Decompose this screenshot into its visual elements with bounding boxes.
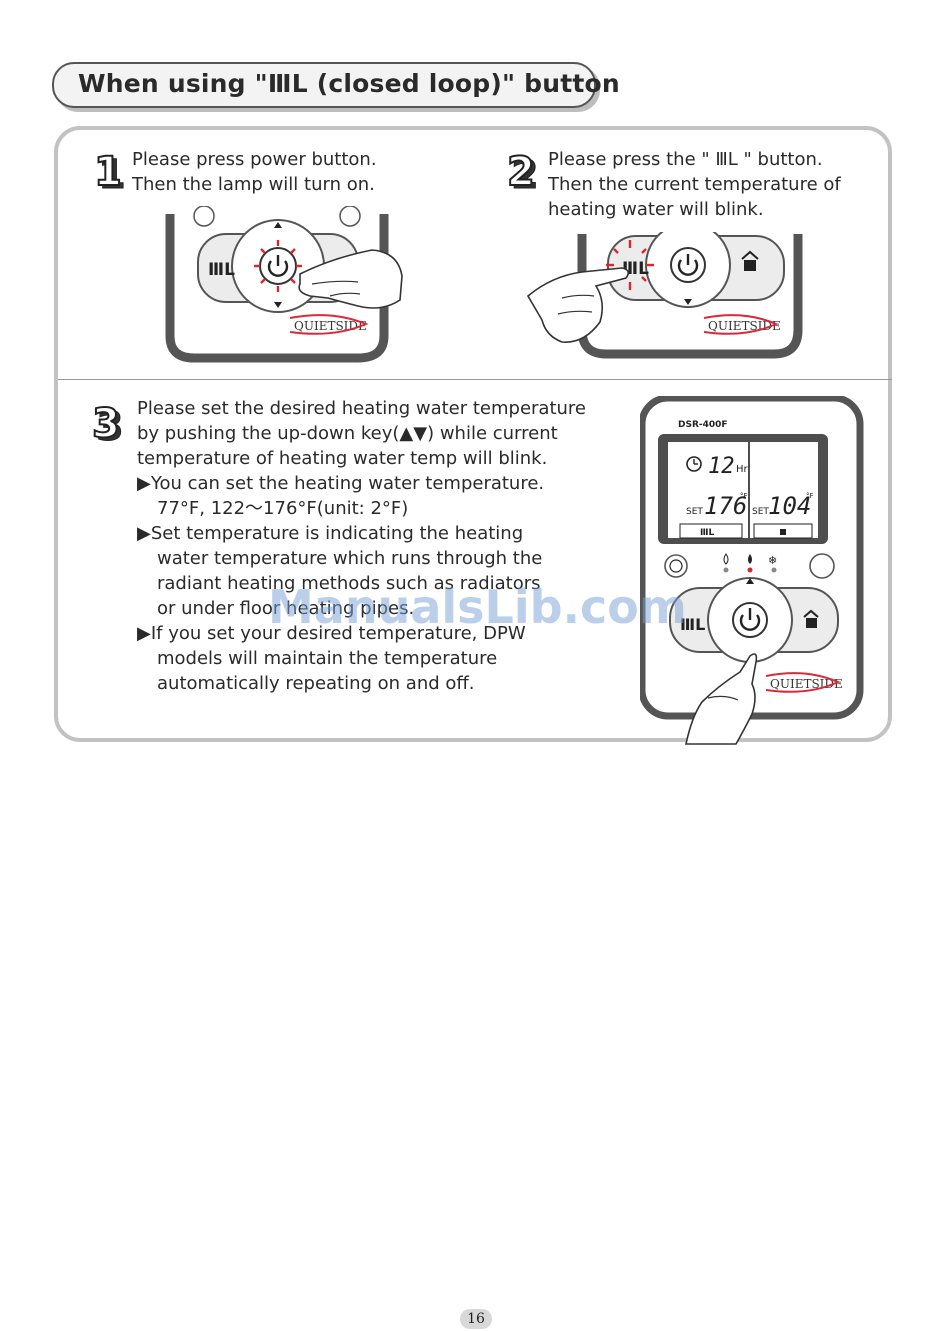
page-number: 16 — [460, 1309, 492, 1329]
svg-text:ⅢⅬ: ⅢⅬ — [208, 260, 235, 280]
svg-text:ⅢⅬ: ⅢⅬ — [680, 615, 705, 634]
controller-illustration: DSR-400F 12 Hr SET 176 °F SET 104 °F ⅢⅬ … — [640, 396, 864, 745]
svg-text:2: 2 — [507, 150, 535, 194]
section-title-pill: When using "ⅢⅬ (closed loop)" button — [52, 62, 620, 108]
svg-text:3: 3 — [92, 401, 120, 446]
watermark: ManualsLib.com — [268, 580, 687, 634]
step-1-illustration: ⅢⅬ QUIETSIDE — [165, 206, 403, 363]
bullet-temperature-range: ▶You can set the heating water temperatu… — [137, 473, 545, 519]
bullet-set-temperature: ▶Set temperature is indicating the heati… — [137, 523, 543, 619]
svg-text:DSR-400F: DSR-400F — [678, 420, 728, 430]
svg-text:°F: °F — [806, 492, 814, 500]
svg-text:Hr: Hr — [736, 464, 749, 475]
step-3-text: Please set the desired heating water tem… — [137, 398, 587, 694]
svg-text:SET: SET — [686, 507, 703, 517]
svg-text:2: 2 — [511, 152, 539, 194]
svg-text:ⅢⅬ: ⅢⅬ — [700, 528, 715, 538]
bullet-auto-maintain: ▶If you set your desired temperature, DP… — [137, 623, 526, 694]
svg-text:176: 176 — [704, 492, 747, 520]
svg-text:1: 1 — [94, 150, 122, 194]
svg-text:1: 1 — [98, 152, 124, 194]
svg-text:104: 104 — [768, 492, 811, 520]
svg-text:12: 12 — [708, 454, 735, 479]
step-2-illustration: ⅢⅬ QUIETSIDE — [526, 232, 803, 359]
step-2-number: 2 2 — [506, 150, 539, 194]
step-1-number: 1 1 — [93, 150, 124, 194]
section-title: When using "ⅢⅬ (closed loop)" button — [78, 69, 620, 98]
step-3-number: 3 3 — [91, 400, 124, 446]
svg-text:°F: °F — [740, 492, 748, 500]
step-1-text: Please press power button. Then the lamp… — [132, 149, 377, 195]
svg-text:SET: SET — [752, 507, 769, 517]
panel-divider — [58, 379, 892, 380]
svg-text:❄: ❄ — [768, 554, 777, 567]
step-2-text: Please press the " ⅢⅬ " button. Then the… — [548, 149, 841, 220]
svg-text:3: 3 — [96, 404, 124, 446]
